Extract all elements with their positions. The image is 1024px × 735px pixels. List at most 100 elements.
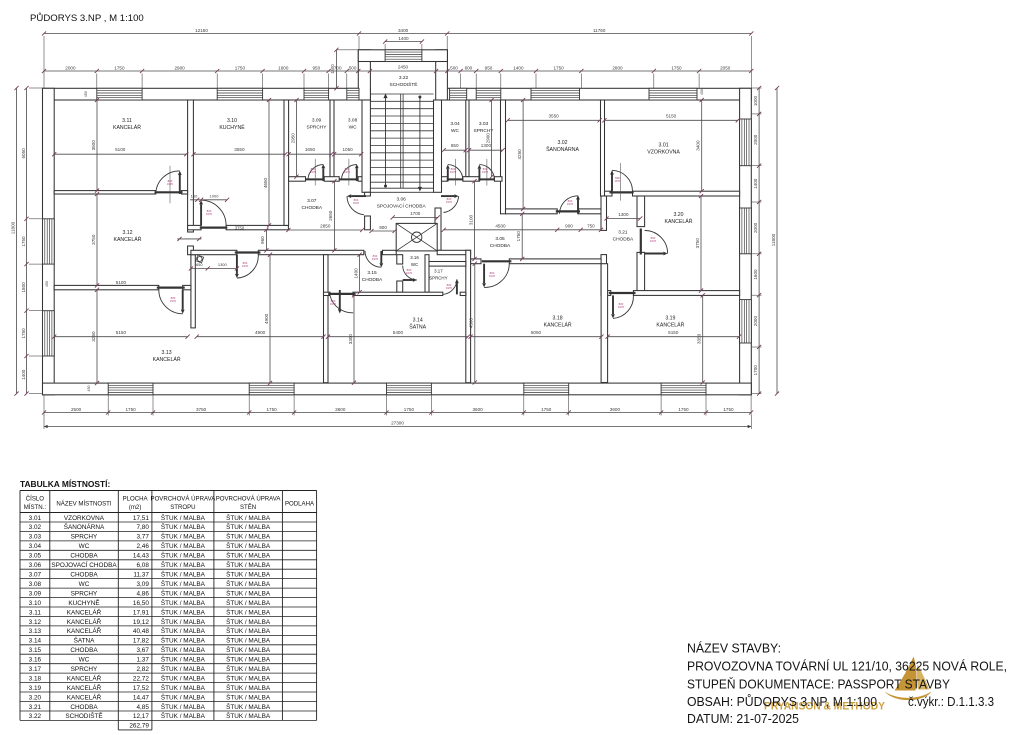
- svg-text:1750: 1750: [114, 65, 125, 70]
- svg-text:1750: 1750: [404, 407, 415, 412]
- svg-text:2,82: 2,82: [136, 666, 149, 673]
- svg-text:1050: 1050: [342, 147, 353, 152]
- svg-text:ŠTUK / MALBA: ŠTUK / MALBA: [161, 711, 206, 720]
- svg-text:3.18: 3.18: [29, 675, 42, 682]
- svg-text:3.06: 3.06: [397, 197, 407, 203]
- svg-text:ŠTUK / MALBA: ŠTUK / MALBA: [161, 683, 206, 692]
- svg-text:262,79: 262,79: [129, 723, 149, 730]
- svg-text:1970: 1970: [242, 264, 249, 268]
- svg-text:3.05: 3.05: [495, 236, 505, 242]
- svg-text:3600: 3600: [472, 407, 483, 412]
- svg-text:800: 800: [615, 176, 620, 180]
- svg-text:800: 800: [331, 299, 336, 303]
- svg-text:1750: 1750: [723, 407, 734, 412]
- svg-text:CHODBA: CHODBA: [613, 237, 634, 243]
- svg-text:WC: WC: [411, 262, 418, 267]
- svg-text:ŠTUK / MALBA: ŠTUK / MALBA: [226, 588, 271, 597]
- svg-text:2000: 2000: [753, 134, 758, 145]
- svg-text:SPRCHY: SPRCHY: [71, 590, 98, 597]
- svg-text:3.12: 3.12: [122, 230, 132, 236]
- svg-text:ŠTUK / MALBA: ŠTUK / MALBA: [161, 522, 206, 531]
- svg-text:5150: 5150: [666, 113, 677, 118]
- svg-text:ŠTUK / MALBA: ŠTUK / MALBA: [161, 645, 206, 654]
- svg-text:1750: 1750: [235, 65, 246, 70]
- svg-text:ŠTUK / MALBA: ŠTUK / MALBA: [161, 588, 206, 597]
- svg-text:1400: 1400: [753, 178, 758, 189]
- svg-text:SCHODIŠTĚ: SCHODIŠTĚ: [390, 80, 418, 88]
- svg-text:PLOCHA: PLOCHA: [123, 496, 149, 503]
- svg-text:ŠTUK / MALBA: ŠTUK / MALBA: [161, 560, 206, 569]
- svg-text:č.výkr.: D.1.1.3.3: č.výkr.: D.1.1.3.3: [908, 694, 994, 709]
- svg-text:1400: 1400: [513, 65, 524, 70]
- svg-text:ŠTUK / MALBA: ŠTUK / MALBA: [226, 626, 271, 635]
- svg-text:4500: 4500: [495, 223, 506, 228]
- svg-text:ŠTUK / MALBA: ŠTUK / MALBA: [226, 636, 271, 645]
- svg-text:12,17: 12,17: [133, 713, 149, 720]
- svg-text:PROVOZOVNA TOVÁRNÍ UL 121/10,: PROVOZOVNA TOVÁRNÍ UL 121/10, 36225 NOVÁ…: [687, 659, 1007, 674]
- svg-text:ŠTUK / MALBA: ŠTUK / MALBA: [161, 598, 206, 607]
- svg-text:16,50: 16,50: [133, 600, 149, 607]
- svg-text:ŠTUK / MALBA: ŠTUK / MALBA: [226, 560, 271, 569]
- svg-text:3.13: 3.13: [29, 628, 42, 635]
- svg-text:PŮDORYS 3.NP , M 1:100: PŮDORYS 3.NP , M 1:100: [30, 12, 144, 24]
- svg-text:3750: 3750: [196, 407, 207, 412]
- svg-text:1500: 1500: [330, 64, 335, 74]
- svg-text:3.21: 3.21: [618, 230, 628, 236]
- svg-text:19,12: 19,12: [133, 619, 149, 626]
- svg-text:ČÍSLO: ČÍSLO: [26, 496, 45, 503]
- svg-text:MÍSTN.:: MÍSTN.:: [24, 504, 47, 511]
- svg-text:3,67: 3,67: [136, 647, 149, 654]
- svg-text:11,37: 11,37: [133, 572, 149, 579]
- svg-text:5100: 5100: [116, 280, 127, 285]
- svg-text:WC: WC: [79, 543, 90, 550]
- svg-text:2450: 2450: [398, 65, 409, 70]
- svg-text:ŠTUK / MALBA: ŠTUK / MALBA: [226, 579, 271, 588]
- svg-text:4500: 4500: [469, 318, 474, 329]
- svg-text:1970: 1970: [650, 239, 657, 243]
- svg-text:3.06: 3.06: [29, 562, 42, 569]
- svg-text:3.05: 3.05: [29, 553, 42, 560]
- svg-text:17,52: 17,52: [133, 685, 149, 692]
- svg-text:CHODBA: CHODBA: [70, 553, 98, 560]
- svg-text:ŠTUK / MALBA: ŠTUK / MALBA: [161, 617, 206, 626]
- svg-text:3.21: 3.21: [29, 704, 42, 711]
- svg-text:2850: 2850: [320, 224, 331, 229]
- svg-text:2000: 2000: [753, 222, 758, 233]
- svg-text:1970: 1970: [167, 182, 174, 186]
- svg-text:KANCELÁŘ: KANCELÁŘ: [113, 123, 141, 131]
- svg-text:1970: 1970: [372, 257, 379, 261]
- svg-text:ŠTUK / MALBA: ŠTUK / MALBA: [226, 683, 271, 692]
- svg-text:17,91: 17,91: [133, 609, 149, 616]
- svg-text:KANCELÁŘ: KANCELÁŘ: [544, 321, 572, 329]
- svg-text:ŠTUK / MALBA: ŠTUK / MALBA: [226, 522, 271, 531]
- svg-text:PRYANSON & METHODY: PRYANSON & METHODY: [764, 701, 886, 713]
- svg-text:SPRCHY: SPRCHY: [307, 125, 328, 131]
- svg-text:3600: 3600: [335, 407, 346, 412]
- svg-text:800: 800: [407, 268, 412, 272]
- svg-text:KANCELÁŘ: KANCELÁŘ: [67, 607, 102, 616]
- svg-text:CHODBA: CHODBA: [70, 704, 98, 711]
- svg-text:1970: 1970: [567, 202, 574, 206]
- svg-text:6,08: 6,08: [136, 562, 149, 569]
- svg-text:CHODBA: CHODBA: [362, 277, 383, 283]
- svg-text:450: 450: [45, 281, 49, 287]
- svg-text:ŠTUK / MALBA: ŠTUK / MALBA: [161, 513, 206, 522]
- svg-text:5400: 5400: [393, 330, 404, 335]
- svg-text:3.13: 3.13: [162, 350, 172, 356]
- svg-text:960: 960: [260, 236, 265, 244]
- svg-text:ŠTUK / MALBA: ŠTUK / MALBA: [161, 692, 206, 701]
- svg-text:3.10: 3.10: [227, 118, 237, 124]
- svg-text:3.02: 3.02: [29, 524, 42, 531]
- svg-text:4,85: 4,85: [136, 704, 149, 711]
- svg-text:1750: 1750: [671, 65, 682, 70]
- svg-text:KANCELÁŘ: KANCELÁŘ: [153, 355, 181, 363]
- svg-text:14,47: 14,47: [133, 694, 149, 701]
- svg-text:ŠTUK / MALBA: ŠTUK / MALBA: [161, 655, 206, 664]
- svg-text:3.19: 3.19: [29, 685, 42, 692]
- svg-text:1300: 1300: [618, 212, 629, 217]
- svg-text:3.03: 3.03: [479, 121, 489, 127]
- svg-text:ŠTUK / MALBA: ŠTUK / MALBA: [161, 664, 206, 673]
- svg-text:1970: 1970: [446, 286, 453, 290]
- svg-text:3.15: 3.15: [29, 647, 42, 654]
- svg-text:1760: 1760: [516, 231, 521, 242]
